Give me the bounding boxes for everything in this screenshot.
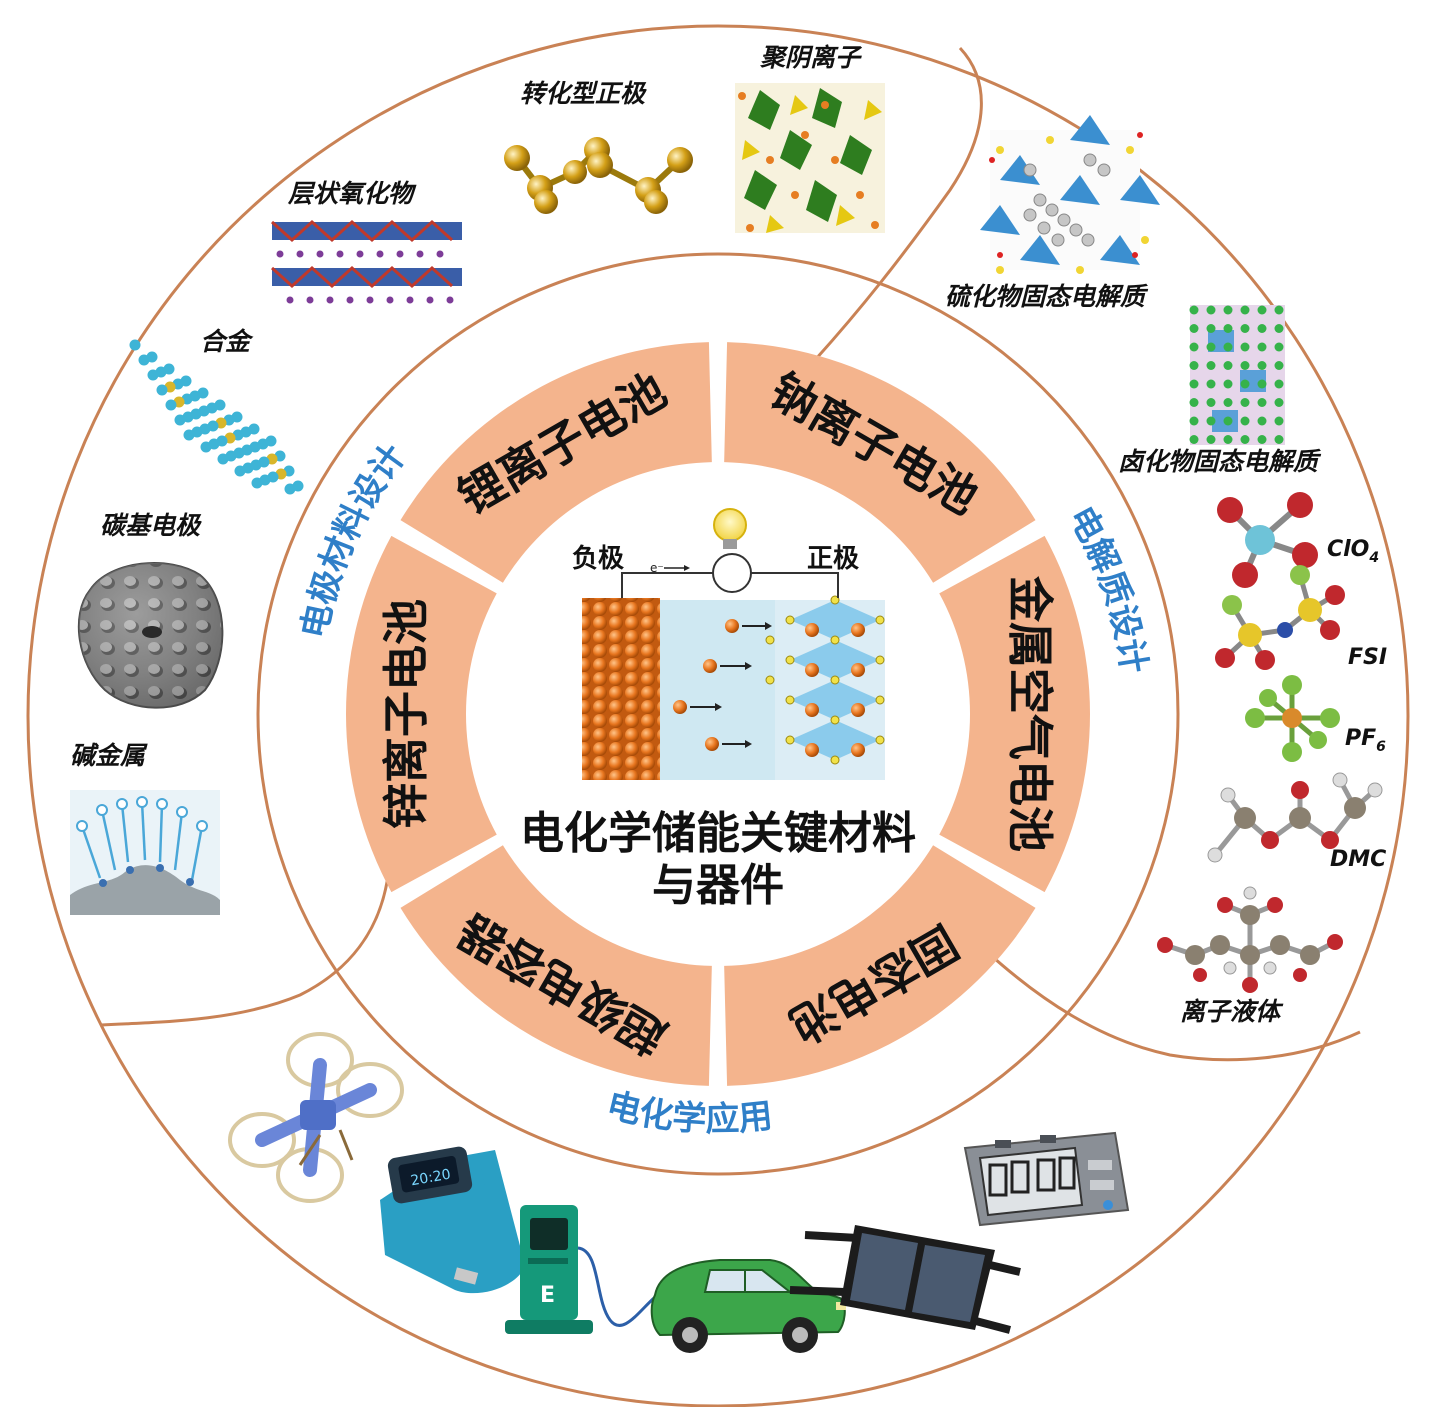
ring-segment-3	[724, 845, 1036, 1086]
sulfide-electrolyte-label: 硫化物固态电解质	[945, 282, 1149, 311]
pf6-molecule	[1245, 675, 1340, 762]
divider-electrode-application	[99, 875, 390, 1027]
porous-carbon-sphere	[77, 562, 224, 709]
sulfide-electrolyte-structure	[980, 115, 1160, 274]
charger-letter: E	[540, 1283, 555, 1308]
digital-timer-icon	[963, 1131, 1130, 1227]
center-title-line1: 电化学储能关键材料	[520, 808, 916, 859]
external-circuit	[621, 572, 839, 598]
ring-segment-5	[345, 535, 497, 893]
electric-car-icon	[650, 1259, 846, 1353]
fsi-molecule	[1215, 565, 1345, 670]
electron-label: e⁻	[650, 561, 664, 575]
divider-electrolyte-application	[983, 948, 1361, 1062]
alkali-metal-deposition	[70, 790, 220, 915]
dmc-molecule	[1207, 772, 1383, 863]
halide-electrolyte-structure	[1189, 305, 1285, 445]
drone-icon	[228, 1032, 404, 1203]
ring-segment-label-2: 金属空气电池	[1003, 575, 1057, 852]
divider-electrode-electrolyte	[813, 46, 983, 362]
layered-oxide-structure	[270, 219, 462, 304]
light-bulb-icon	[713, 508, 747, 549]
center-title-line2: 与器件	[652, 860, 784, 911]
watch-time: 20:20	[409, 1167, 452, 1190]
ionic-liquid-label: 离子液体	[1180, 997, 1284, 1026]
ionic-liquid-molecule	[1157, 886, 1343, 993]
alkali-metal-label: 碱金属	[70, 741, 148, 770]
anode-label: 负极	[572, 544, 625, 574]
ev-charger-icon: E	[505, 1205, 666, 1334]
category-application-label: 电化学应用	[603, 1085, 775, 1140]
cathode-lattice	[765, 595, 885, 765]
battery-schematic: e⁻ 负极 正极	[572, 508, 885, 780]
ring-segment-2	[939, 535, 1091, 893]
alloy-structure	[129, 339, 304, 495]
pf6-label: PF6	[1345, 726, 1386, 755]
migrating-ions	[673, 619, 772, 751]
ring-segment-label-5: 锌离子电池	[379, 599, 433, 829]
outer-circle	[26, 24, 1410, 1408]
sulfur-chain-structure	[504, 137, 693, 214]
ring-segment-4	[400, 845, 712, 1086]
smartwatch-icon: 20:20	[380, 1146, 525, 1294]
carbon-electrode-label: 碳基电极	[100, 511, 202, 540]
alloy-label: 合金	[200, 327, 254, 356]
layered-oxide-label: 层状氧化物	[287, 179, 417, 208]
clo4-label: ClO4	[1327, 537, 1379, 566]
dmc-label: DMC	[1330, 847, 1386, 872]
anode-block	[582, 598, 660, 780]
ring-segment-6	[400, 342, 712, 583]
halide-electrolyte-label: 卤化物固态电解质	[1118, 447, 1322, 476]
polyanion-label: 聚阴离子	[759, 43, 863, 72]
cathode-label: 正极	[807, 544, 860, 574]
clo4-molecule	[1217, 492, 1318, 588]
load-circle	[712, 553, 752, 593]
conversion-cathode-label: 转化型正极	[520, 79, 647, 108]
fsi-label: FSI	[1348, 645, 1387, 670]
ring-segment-1	[724, 342, 1036, 583]
middle-circle	[256, 252, 1180, 1176]
polyanion-structure	[735, 83, 885, 233]
solar-panel-icon	[789, 1225, 1021, 1334]
